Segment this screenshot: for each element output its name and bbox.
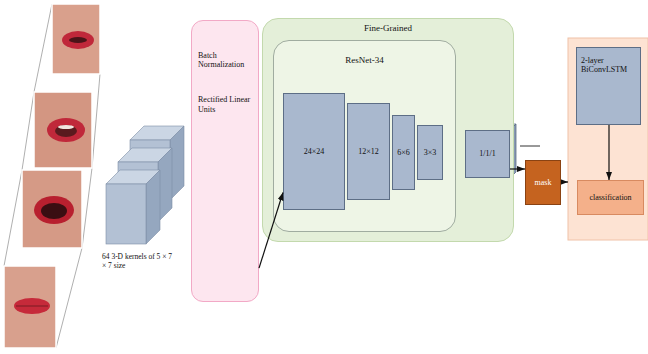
node-label: mask: [535, 178, 552, 187]
feature-block: 12×12: [347, 103, 390, 200]
node-label: Fine-Grained: [364, 23, 412, 33]
lip-frame: [52, 4, 100, 74]
node-label: 3×3: [424, 148, 437, 157]
node-label: 2-layer BiConvLSTM: [581, 56, 637, 74]
lstm-box: 2-layer BiConvLSTM: [576, 47, 641, 125]
lip-frame: [4, 266, 56, 348]
node-label: classification: [589, 193, 631, 202]
mask-box: mask: [525, 160, 561, 205]
node-label: 6×6: [397, 148, 410, 157]
network-panel: ResNet-34 24×24 12×12 6×6 3×3: [273, 40, 456, 232]
kernel-caption: 64 3-D kernels of 5 × 7 × 7 size: [102, 252, 176, 270]
feature-block: 24×24: [283, 93, 345, 210]
feature-block: 3×3: [417, 125, 443, 180]
kernel-block: [106, 126, 184, 244]
short-line: [520, 146, 540, 147]
feature-block: 6×6: [392, 115, 415, 190]
cube-depth: [465, 124, 516, 178]
feature-block: 1/1/1: [465, 130, 510, 178]
node-label: 24×24: [304, 147, 325, 156]
processing-band: Batch NormalizationRectified Linear Unit…: [191, 20, 259, 302]
node-label: Batch Normalization: [198, 51, 253, 69]
mask-arrow: [561, 181, 568, 182]
node-label: ResNet-34: [345, 55, 384, 65]
node-label: 1/1/1: [479, 149, 495, 158]
lip-frame: [34, 92, 92, 168]
output-panel: [568, 38, 648, 240]
lip-frame: [22, 170, 82, 248]
classification-box: classification: [577, 180, 644, 215]
flow-arrow: [259, 192, 283, 268]
node-label: 12×12: [358, 147, 379, 156]
node-label: Rectified Linear Units: [198, 95, 253, 113]
flow-arrow: [510, 168, 525, 169]
group-panel: Fine-GrainedResNet-34 24×24 12×12 6×6 3×3 1/1…: [262, 18, 514, 242]
flow-arrow: [608, 125, 609, 180]
